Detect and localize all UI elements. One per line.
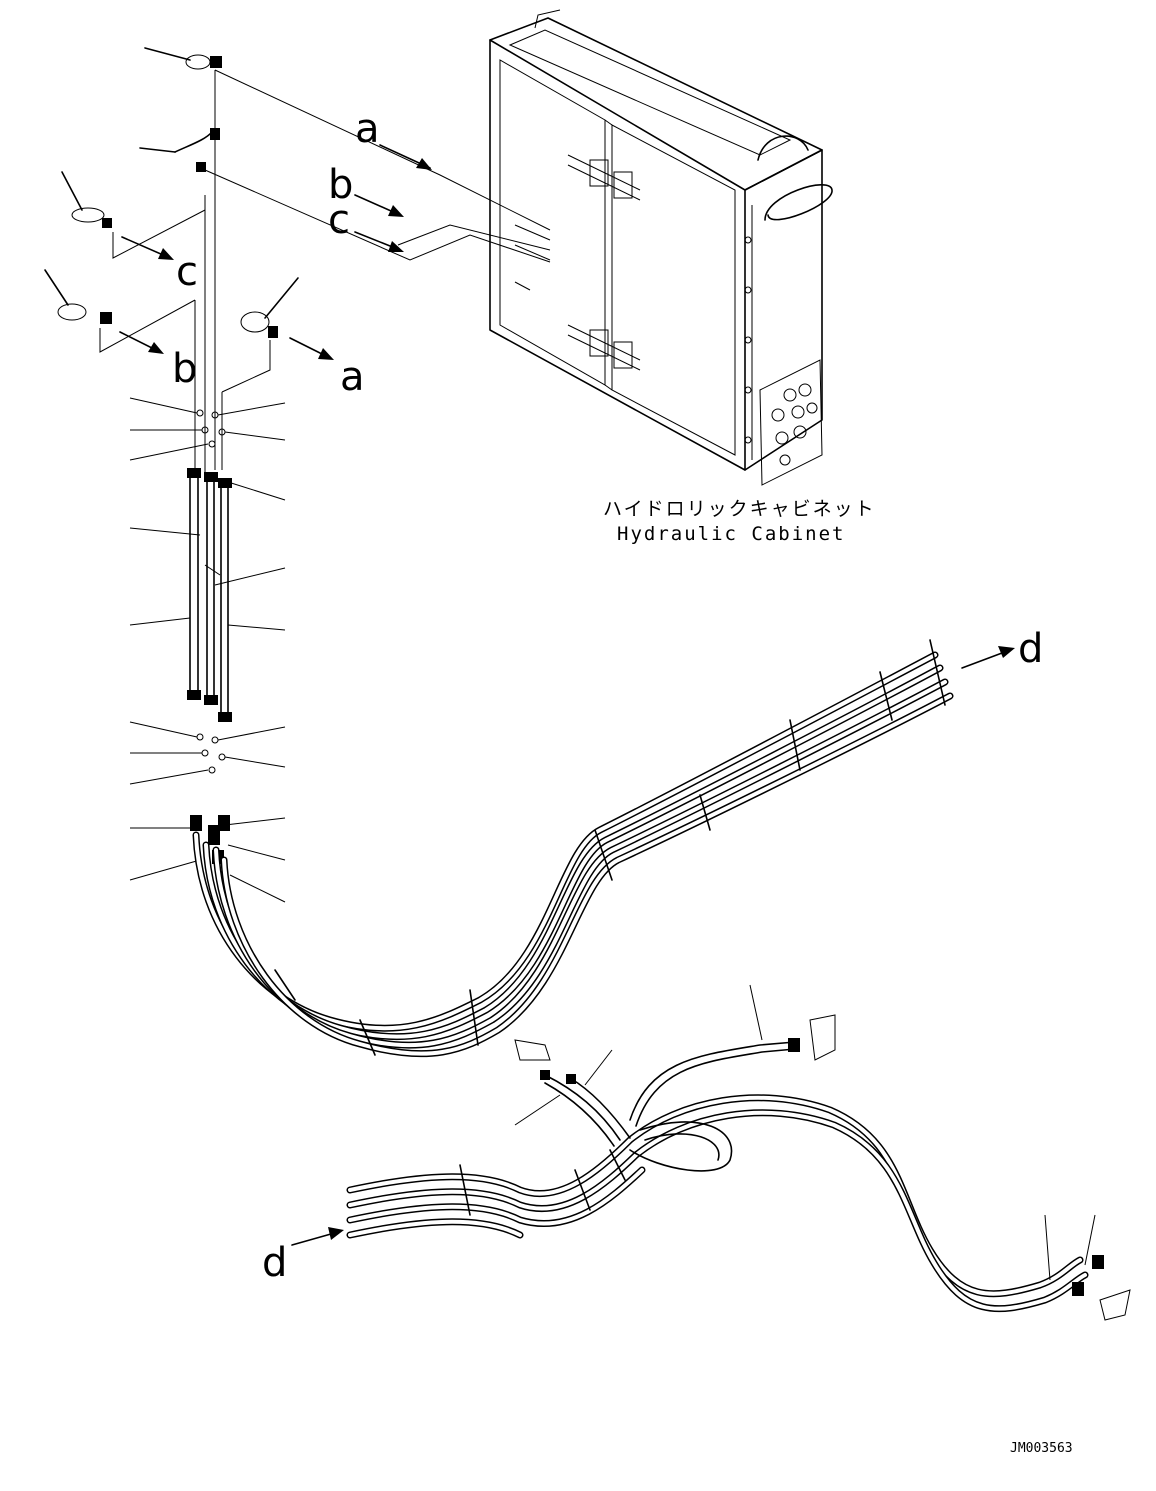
lower-hose-bundle [346, 1014, 1131, 1321]
callout-a-right: a [340, 354, 365, 400]
callout-d-upper: d [1018, 626, 1043, 672]
flow-arrow-d-upper [961, 646, 1015, 669]
callout-b-top: b [328, 162, 353, 208]
fitting-nut [210, 56, 222, 68]
callout-d-lower: d [262, 1240, 287, 1286]
main-hose-bundle [192, 639, 954, 1058]
hinge-lower [567, 324, 641, 371]
callout-a-top: a [355, 106, 380, 152]
drawing-id: JM003563 [1010, 1441, 1073, 1456]
callout-c-top: c [328, 197, 350, 243]
lower-leaders [514, 984, 1096, 1281]
washers-and-leaders [129, 397, 286, 903]
cabinet-label-jp: ハイドロリックキャビネット [603, 498, 876, 520]
callout-c-left: c [176, 249, 198, 295]
callout-b-left: b [172, 346, 197, 392]
port-block [759, 359, 823, 486]
flow-arrows-top [119, 144, 432, 360]
hydraulic-cabinet [489, 9, 833, 486]
hinge-upper [567, 154, 641, 201]
vertical-hose-bundle [187, 468, 232, 722]
cabinet-label-en: Hydraulic Cabinet [617, 523, 845, 545]
flow-arrow-d-lower [291, 1227, 344, 1246]
routing-guide-lines [99, 69, 551, 475]
